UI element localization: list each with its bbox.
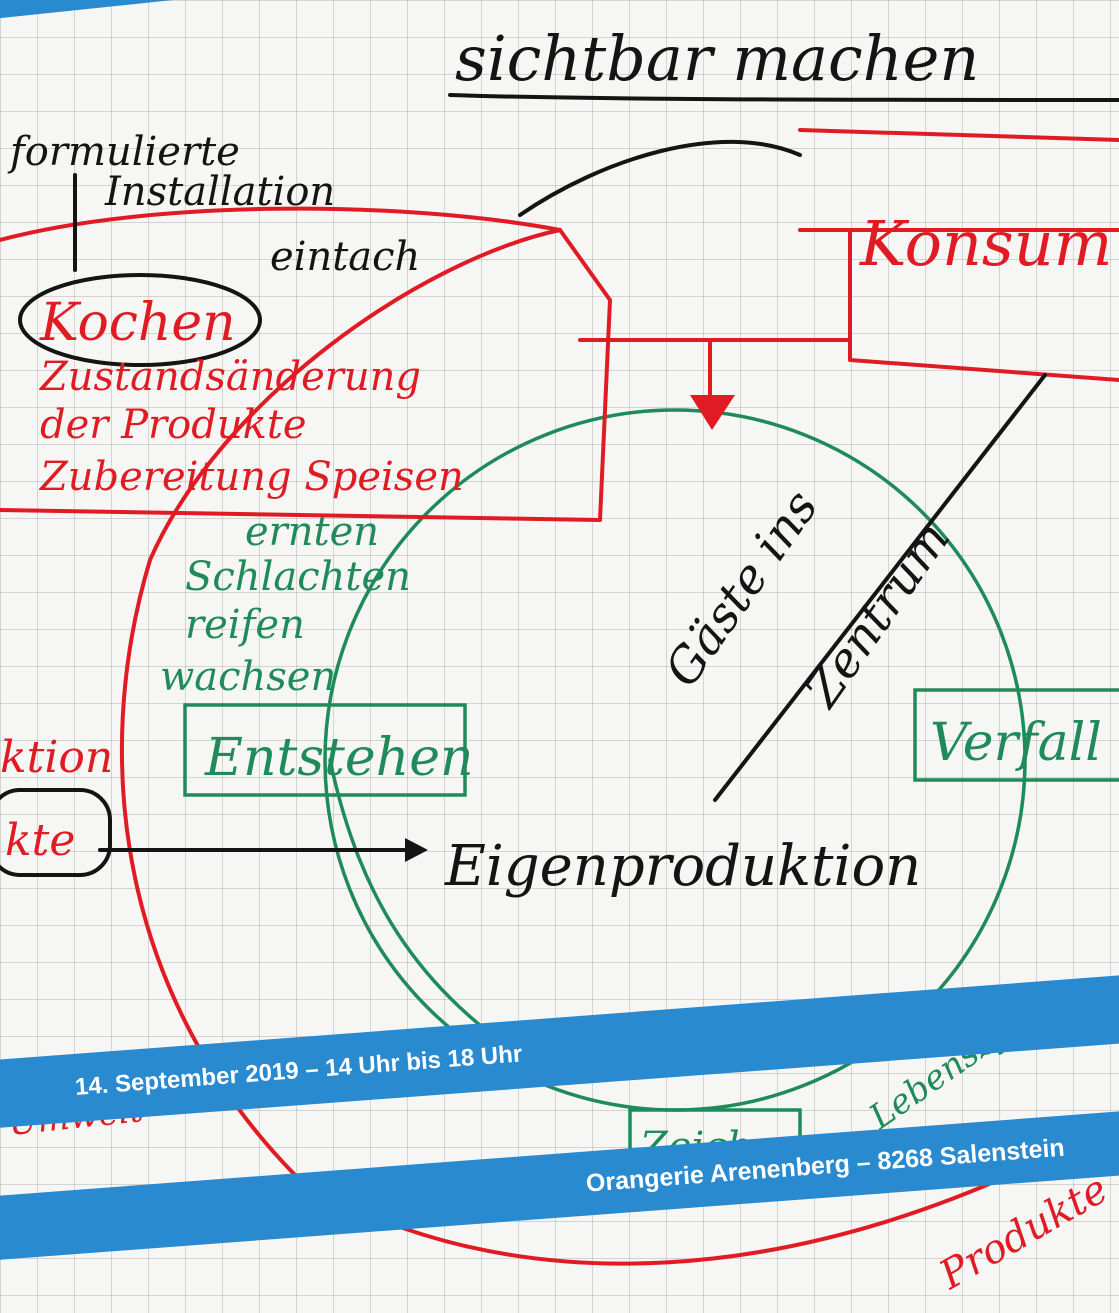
label-zubereitung: Zubereitung Speisen (38, 454, 464, 500)
red-box-kochen (0, 206, 612, 522)
black-diagonal-arrow (713, 373, 1047, 802)
green-box-entstehen (183, 703, 467, 797)
ellipse-kochen (18, 273, 262, 367)
red-arrowhead (690, 395, 735, 430)
label-ernten: ernten (245, 509, 379, 555)
label-formulierte: formulierte (7, 129, 240, 175)
label-entstehen: Entstehen (204, 728, 473, 788)
label-der-produkte: der Produkte (40, 402, 307, 448)
label-zustandsaenderung: Zustandsänderung (38, 354, 421, 400)
label-reifen: reifen (185, 602, 305, 648)
label-gaeste: Gäste ins (654, 480, 829, 697)
black-arrowhead (405, 838, 428, 862)
box-kte (0, 788, 112, 877)
red-box-konsum (798, 128, 1119, 382)
label-sichtbar-machen: sichtbar machen (455, 22, 979, 95)
black-arc-top (518, 139, 802, 217)
label-wachsen: wachsen (160, 654, 336, 700)
date-text: 14. September 2019 – 14 Uhr bis 18 Uhr (74, 1040, 524, 1101)
label-ktion: ktion (0, 732, 113, 783)
label-zentrum: Zentrum (793, 512, 961, 719)
black-underline-title (448, 93, 1119, 102)
label-installation: Installation (104, 169, 335, 215)
label-verfall: Verfall (930, 713, 1102, 773)
red-loop-left (119, 228, 1119, 1266)
green-box-verfall (913, 688, 1119, 782)
label-konsum: Konsum (859, 207, 1112, 280)
label-kochen: Kochen (39, 293, 236, 353)
label-eintach: eintach (270, 234, 420, 280)
label-eigenproduktion: Eigenproduktion (444, 834, 921, 899)
label-schlachten: Schlachten (185, 554, 411, 600)
label-kte: kte (5, 815, 75, 866)
